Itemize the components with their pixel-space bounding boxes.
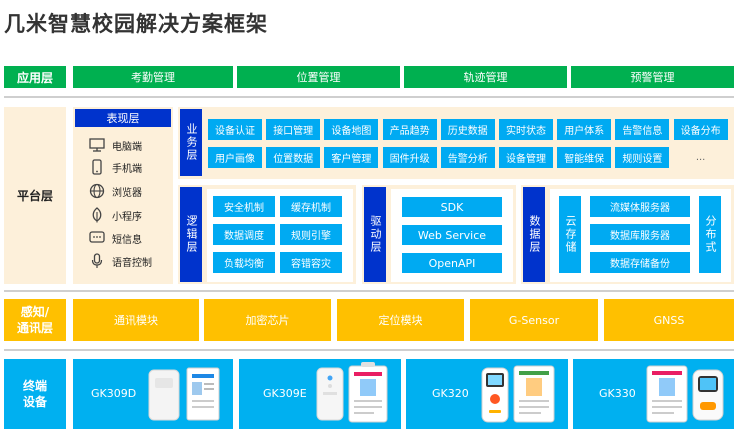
business-layer-label: 业务层 bbox=[180, 109, 202, 176]
presentation-item-label: 语音控制 bbox=[112, 257, 152, 269]
mic-icon bbox=[88, 253, 106, 269]
data-item-storage-backup: 数据存储备份 bbox=[590, 252, 690, 273]
separator bbox=[4, 290, 734, 292]
data-layer-label: 数据层 bbox=[523, 187, 545, 282]
presentation-layer-box bbox=[73, 107, 173, 284]
logic-item-rule-engine: 规则引擎 bbox=[280, 224, 342, 245]
phone-icon bbox=[88, 159, 106, 175]
driver-item-openapi: OpenAPI bbox=[402, 253, 502, 273]
app-item-alert: 预警管理 bbox=[571, 66, 734, 88]
presentation-layer-header: 表现层 bbox=[75, 109, 171, 127]
app-item-track: 轨迹管理 bbox=[404, 66, 567, 88]
message-icon bbox=[88, 230, 106, 246]
presentation-item-label: 手机端 bbox=[112, 163, 142, 175]
presentation-item-browser: 浏览器 bbox=[88, 181, 142, 201]
application-layer-label: 应用层 bbox=[4, 66, 66, 88]
presentation-item-label: 短信息 bbox=[112, 234, 142, 246]
terminal-layer-label: 终端 设备 bbox=[4, 359, 66, 429]
presentation-item-label: 浏览器 bbox=[112, 187, 142, 199]
sensing-item-positioning-module: 定位模块 bbox=[337, 299, 464, 341]
presentation-item-mobile: 手机端 bbox=[88, 157, 142, 177]
logic-item-fault-tolerance: 容错容灾 bbox=[280, 252, 342, 273]
business-item: 设备分布 bbox=[673, 119, 728, 140]
app-item-attendance: 考勤管理 bbox=[73, 66, 233, 88]
sensing-label-line2: 通讯层 bbox=[16, 321, 53, 335]
driver-item-web-service: Web Service bbox=[402, 225, 502, 245]
business-item: 智能维保 bbox=[557, 147, 612, 168]
business-item: 客户管理 bbox=[324, 147, 379, 168]
business-item: ... bbox=[695, 152, 706, 163]
globe-icon bbox=[88, 183, 106, 199]
device-name: GK330 bbox=[599, 387, 636, 400]
business-item: 历史数据 bbox=[440, 119, 495, 140]
app-item-location: 位置管理 bbox=[237, 66, 400, 88]
logic-item-cache: 缓存机制 bbox=[280, 196, 342, 217]
device-card-gk330: GK330 bbox=[573, 359, 734, 429]
business-item: 规则设置 bbox=[615, 147, 670, 168]
device-card-gk309d: GK309D bbox=[73, 359, 233, 429]
presentation-item-label: 电脑端 bbox=[112, 141, 142, 153]
business-item: 设备地图 bbox=[324, 119, 379, 140]
terminal-label-line2: 设备 bbox=[22, 395, 47, 409]
monitor-icon bbox=[88, 137, 106, 153]
page-title: 几米智慧校园解决方案框架 bbox=[4, 12, 268, 36]
logic-item-scheduling: 数据调度 bbox=[213, 224, 275, 245]
device-image bbox=[646, 365, 724, 423]
sensing-item-g-sensor: G-Sensor bbox=[470, 299, 598, 341]
logic-layer-label: 逻辑层 bbox=[180, 187, 202, 282]
logic-item-load-balancing: 负载均衡 bbox=[213, 252, 275, 273]
device-card-gk309e: GK309E bbox=[239, 359, 401, 429]
separator bbox=[4, 96, 734, 98]
logic-item-security: 安全机制 bbox=[213, 196, 275, 217]
separator bbox=[4, 349, 734, 351]
device-name: GK309D bbox=[91, 387, 137, 400]
business-item: 位置数据 bbox=[266, 147, 321, 168]
device-image bbox=[316, 362, 388, 423]
business-item: 用户体系 bbox=[557, 119, 612, 140]
device-name: GK309E bbox=[263, 387, 307, 400]
business-item: 告警信息 bbox=[615, 119, 670, 140]
device-name: GK320 bbox=[432, 387, 469, 400]
business-item: 接口管理 bbox=[266, 119, 321, 140]
terminal-label-line1: 终端 bbox=[22, 379, 47, 393]
business-item: 用户画像 bbox=[208, 147, 262, 168]
device-image bbox=[481, 365, 555, 423]
business-item: 固件升级 bbox=[382, 147, 437, 168]
data-item-streaming-server: 流媒体服务器 bbox=[590, 196, 690, 217]
platform-layer-label: 平台层 bbox=[4, 107, 66, 284]
leaf-icon bbox=[88, 207, 106, 223]
presentation-item-miniprogram: 小程序 bbox=[88, 205, 142, 225]
presentation-item-voice: 语音控制 bbox=[88, 251, 152, 271]
sensing-layer-label: 感知/ 通讯层 bbox=[4, 299, 66, 341]
sensing-item-encryption-chip: 加密芯片 bbox=[204, 299, 331, 341]
data-item-cloud-storage: 云存储 bbox=[559, 196, 581, 273]
business-layer-box bbox=[178, 107, 734, 179]
device-card-gk320: GK320 bbox=[406, 359, 568, 429]
business-item: 产品趋势 bbox=[382, 119, 437, 140]
presentation-item-pc: 电脑端 bbox=[88, 135, 142, 155]
data-item-distributed: 分布式 bbox=[699, 196, 721, 273]
business-item: 告警分析 bbox=[440, 147, 495, 168]
driver-layer-label: 驱动层 bbox=[364, 187, 386, 282]
presentation-item-sms: 短信息 bbox=[88, 228, 142, 248]
sensing-item-gnss: GNSS bbox=[604, 299, 734, 341]
business-item: 设备认证 bbox=[208, 119, 262, 140]
sensing-label-line1: 感知/ bbox=[20, 305, 50, 319]
data-item-database-server: 数据库服务器 bbox=[590, 224, 690, 245]
business-item: 实时状态 bbox=[499, 119, 553, 140]
driver-item-sdk: SDK bbox=[402, 197, 502, 217]
business-item: 设备管理 bbox=[499, 147, 553, 168]
sensing-item-comm-module: 通讯模块 bbox=[73, 299, 199, 341]
presentation-item-label: 小程序 bbox=[112, 211, 142, 223]
device-image bbox=[148, 367, 220, 421]
